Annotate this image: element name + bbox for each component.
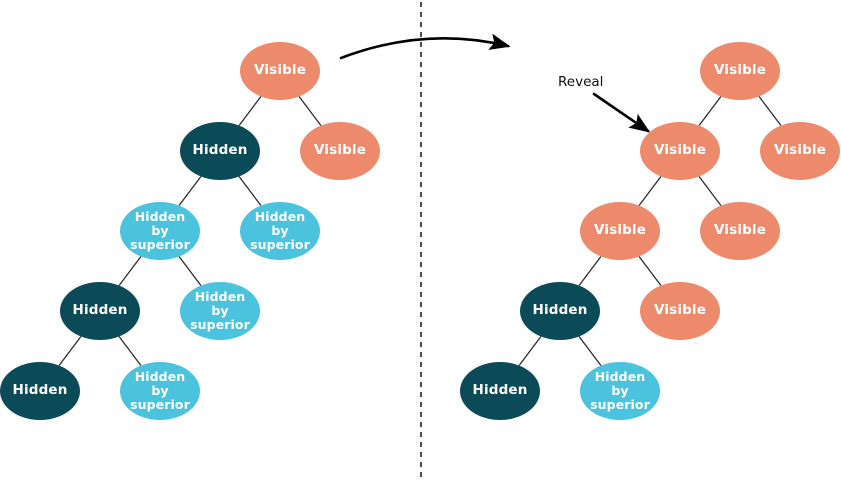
tree-node-hidden-by-superior[interactable]: Hidden by superior — [580, 362, 660, 420]
tree-node-label: Hidden by superior — [190, 289, 250, 332]
tree-node-label: Hidden — [472, 382, 528, 399]
tree-edge — [238, 176, 262, 206]
tree-edge — [298, 96, 322, 126]
tree-node-label: Visible — [774, 142, 826, 159]
tree-node-visible[interactable]: Visible — [700, 42, 780, 100]
tree-node-visible[interactable]: Visible — [760, 122, 840, 180]
tree-node-label: Visible — [714, 62, 766, 79]
tree-node-visible[interactable]: Visible — [240, 42, 320, 100]
tree-node-label: Hidden — [532, 302, 588, 319]
tree-node-hidden-by-superior[interactable]: Hidden by superior — [180, 282, 260, 340]
tree-node-label: Hidden by superior — [130, 369, 190, 412]
tree-edge — [178, 256, 202, 286]
curved-transition-arrow — [339, 33, 511, 60]
tree-edge — [638, 256, 662, 286]
tree-node-label: Visible — [254, 62, 306, 79]
tree-node-hidden[interactable]: Hidden — [520, 282, 600, 340]
tree-node-label: Hidden by superior — [590, 369, 650, 412]
tree-node-label: Hidden by superior — [130, 209, 190, 252]
reveal-arrow — [592, 92, 651, 133]
tree-node-hidden[interactable]: Hidden — [0, 362, 80, 420]
tree-edge — [118, 256, 142, 286]
tree-edge — [698, 96, 722, 126]
tree-node-label: Visible — [714, 222, 766, 239]
tree-node-hidden[interactable]: Hidden — [460, 362, 540, 420]
tree-node-hidden[interactable]: Hidden — [60, 282, 140, 340]
tree-node-visible[interactable]: Visible — [640, 122, 720, 180]
tree-node-label: Visible — [654, 302, 706, 319]
tree-node-visible[interactable]: Visible — [640, 282, 720, 340]
tree-node-hidden[interactable]: Hidden — [180, 122, 260, 180]
tree-edge — [578, 256, 602, 286]
tree-edge — [118, 336, 142, 366]
tree-edge — [58, 336, 82, 366]
tree-node-visible[interactable]: Visible — [580, 202, 660, 260]
tree-node-label: Hidden by superior — [250, 209, 310, 252]
tree-node-label: Visible — [314, 142, 366, 159]
tree-edge — [578, 336, 602, 366]
tree-node-visible[interactable]: Visible — [700, 202, 780, 260]
tree-node-hidden-by-superior[interactable]: Hidden by superior — [240, 202, 320, 260]
tree-node-hidden-by-superior[interactable]: Hidden by superior — [120, 362, 200, 420]
tree-node-label: Visible — [654, 142, 706, 159]
tree-edge — [518, 336, 542, 366]
tree-node-label: Hidden — [192, 142, 248, 159]
tree-edge — [638, 176, 662, 206]
tree-edge — [758, 96, 782, 126]
tree-edge — [698, 176, 722, 206]
tree-node-label: Hidden — [72, 302, 128, 319]
tree-node-label: Hidden — [12, 382, 68, 399]
tree-node-visible[interactable]: Visible — [300, 122, 380, 180]
arrows-group — [339, 33, 651, 133]
tree-edge — [178, 176, 202, 206]
tree-node-label: Visible — [594, 222, 646, 239]
tree-node-hidden-by-superior[interactable]: Hidden by superior — [120, 202, 200, 260]
tree-edges-group — [58, 96, 782, 366]
reveal-label: Reveal — [558, 74, 604, 90]
tree-edge — [238, 96, 262, 126]
